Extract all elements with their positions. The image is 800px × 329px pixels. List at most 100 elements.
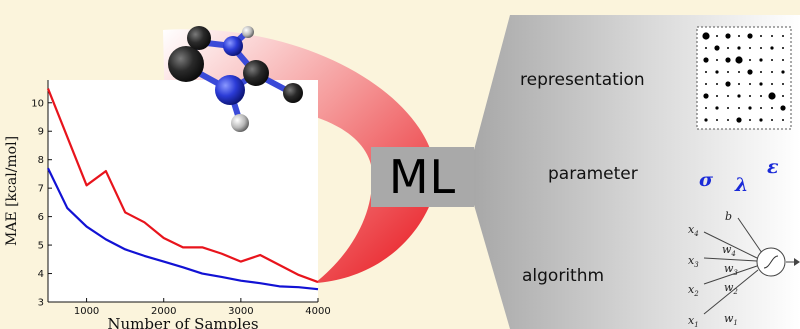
ml-label: ML	[388, 150, 457, 204]
bias-label: b	[725, 210, 732, 223]
matrix-dot	[705, 107, 707, 109]
matrix-dot	[771, 35, 773, 37]
matrix-dot	[716, 95, 718, 97]
matrix-dot	[771, 71, 773, 73]
activation-curve	[763, 255, 779, 269]
matrix-dot	[771, 59, 773, 61]
matrix-dot	[759, 58, 763, 62]
epsilon-symbol: ε	[767, 156, 779, 178]
matrix-dot	[702, 32, 710, 40]
x-tick-label: 3000	[228, 306, 253, 317]
y-axis-label: MAE [kcal/mol]	[4, 136, 20, 246]
matrix-dot	[759, 82, 763, 86]
matrix-dot	[725, 81, 731, 87]
matrix-dot	[748, 106, 752, 110]
matrix-dot	[760, 35, 762, 37]
svg-text:x3: x3	[688, 254, 699, 269]
matrix-dot	[760, 47, 762, 49]
matrix-dot	[749, 47, 751, 49]
parameter-label: parameter	[548, 164, 638, 184]
weight-label: w	[724, 312, 734, 325]
matrix-dot	[703, 93, 709, 99]
plot-background	[48, 80, 318, 302]
matrix-dot	[725, 57, 731, 63]
matrix-dot	[716, 83, 718, 85]
matrix-dot	[768, 92, 776, 100]
y-tick-label: 10	[31, 98, 44, 109]
matrix-dot	[749, 59, 751, 61]
matrix-dot	[716, 35, 718, 37]
matrix-dot	[738, 71, 740, 73]
carbon-atom	[243, 60, 269, 86]
matrix-dot	[736, 117, 742, 123]
matrix-dot	[714, 45, 720, 51]
weight-subscript: 1	[733, 319, 737, 327]
matrix-dot	[703, 57, 709, 63]
x-axis-label: Number of Samples	[107, 315, 258, 329]
molecule-illustration	[168, 26, 303, 132]
matrix-dot	[715, 106, 719, 110]
matrix-dot	[716, 119, 718, 121]
y-tick-label: 3	[38, 298, 44, 309]
hydrogen-atom	[231, 114, 249, 132]
matrix-dot	[738, 107, 740, 109]
matrix-dot	[782, 47, 784, 49]
matrix-dot	[771, 83, 773, 85]
matrix-dot	[705, 47, 707, 49]
matrix-dot	[780, 105, 786, 111]
lambda-symbol: λ	[734, 174, 748, 196]
matrix-dot	[771, 107, 773, 109]
weight-subscript: 3	[733, 269, 738, 277]
input-subscript: 1	[694, 321, 698, 329]
matrix-dot	[782, 119, 784, 121]
nitrogen-atom	[223, 36, 243, 56]
matrix-dot	[759, 118, 763, 122]
y-tick-label: 4	[38, 269, 44, 280]
matrix-dot	[716, 59, 718, 61]
input-subscript: 2	[693, 290, 699, 298]
matrix-dot	[735, 56, 743, 64]
input-label: x	[688, 254, 695, 267]
matrix-dot	[770, 46, 774, 50]
matrix-dot	[727, 95, 729, 97]
matrix-dot	[781, 70, 785, 74]
x-tick-label: 4000	[305, 306, 330, 317]
matrix-dot	[782, 35, 784, 37]
neuron-diagram: b x4 x3 x2 x1 w4 w3 w2 w1	[688, 210, 800, 329]
hydrogen-atom	[242, 26, 254, 38]
matrix-dot	[737, 46, 741, 50]
representation-matrix	[696, 26, 792, 130]
sigma-symbol: σ	[699, 169, 714, 191]
input-subscript: 4	[693, 230, 698, 238]
carbon-atom	[187, 26, 211, 50]
weight-subscript: 2	[732, 288, 738, 296]
matrix-dot	[749, 119, 751, 121]
matrix-dot	[760, 95, 762, 97]
matrix-dot	[747, 69, 753, 75]
svg-text:x4: x4	[688, 223, 699, 238]
svg-text:w1: w1	[724, 312, 738, 327]
svg-text:x2: x2	[688, 283, 699, 298]
matrix-dot	[715, 70, 719, 74]
algorithm-label: algorithm	[522, 266, 605, 286]
matrix-dot	[738, 35, 740, 37]
nitrogen-atom	[215, 75, 245, 105]
matrix-dot	[760, 71, 762, 73]
input-label: x	[688, 314, 695, 327]
matrix-dot	[705, 83, 707, 85]
y-tick-label: 9	[38, 127, 44, 138]
matrix-dot	[705, 71, 707, 73]
matrix-dot	[747, 33, 753, 39]
y-tick-label: 5	[38, 241, 44, 252]
input-subscript: 3	[694, 261, 699, 269]
y-tick-label: 8	[38, 155, 44, 166]
blue-series-line	[47, 167, 319, 291]
svg-text:w2: w2	[724, 281, 738, 296]
weight-label: w	[722, 243, 732, 256]
matrix-dot	[738, 83, 740, 85]
matrix-dot	[771, 119, 773, 121]
x-tick-label: 1000	[74, 306, 99, 317]
matrix-dot	[782, 95, 784, 97]
